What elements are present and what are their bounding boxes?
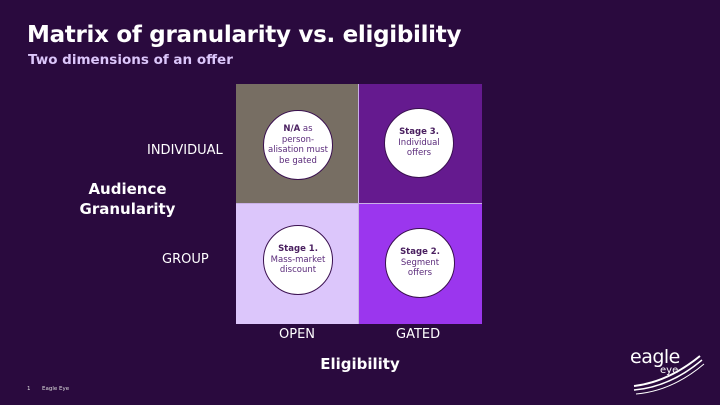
circle-group-gated: Stage 2.Segment offers [385, 228, 455, 298]
divider-horizontal [236, 203, 482, 204]
circle-individual-open: N/A as person-alisation must be gated [263, 110, 333, 180]
circle-bold: Stage 2. [400, 247, 440, 258]
divider-vertical [358, 84, 359, 324]
slide-title: Matrix of granularity vs. eligibility [27, 22, 462, 48]
circle-text: Mass-market discount [270, 254, 326, 276]
logo-swoosh-icon [633, 355, 705, 395]
row-label-individual: INDIVIDUAL [147, 143, 223, 158]
y-axis-title-line1: Audience [88, 180, 167, 198]
circle-bold: N/A [283, 124, 301, 134]
slide-subtitle: Two dimensions of an offer [28, 52, 233, 68]
column-label-gated: GATED [396, 327, 441, 342]
circle-text: Individual offers [398, 137, 440, 159]
y-axis-title: Audience Granularity [70, 179, 185, 219]
eagle-eye-logo: eagle eye [628, 346, 708, 396]
column-label-open: OPEN [279, 327, 316, 342]
logo-text-eye: eye [660, 365, 679, 376]
page-number: 1 [27, 386, 31, 392]
circle-bold: Stage 1. [278, 244, 318, 255]
footer-company: Eagle Eye [42, 386, 70, 392]
circle-group-open: Stage 1.Mass-market discount [263, 225, 333, 295]
circle-text: Segment offers [400, 257, 440, 279]
circle-text: as person-alisation must be gated [268, 124, 328, 166]
circle-bold: Stage 3. [399, 127, 439, 138]
logo-text-eagle: eagle [630, 346, 680, 368]
matrix-grid: N/A as person-alisation must be gated St… [236, 84, 482, 324]
row-label-group: GROUP [162, 252, 209, 267]
x-axis-title: Eligibility [320, 355, 400, 373]
y-axis-title-line2: Granularity [79, 200, 176, 218]
circle-individual-gated: Stage 3.Individual offers [384, 108, 454, 178]
